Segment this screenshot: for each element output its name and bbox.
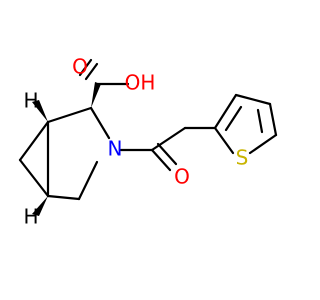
bond-cyclopropane-bottom: [18, 158, 50, 198]
bond-cyclopropane-top: [18, 120, 50, 162]
wedge-bond-h-bottom: [32, 196, 48, 216]
wedge-bond-carboxyl: [91, 82, 101, 108]
bond-acid-c-o-double-1: [78, 58, 93, 77]
bond-c4-c5: [46, 194, 81, 201]
bond-thiophene-c3-c2: [213, 93, 238, 130]
atom-label-oxygen-amide: O: [174, 165, 190, 189]
atom-label-hydrogen-top: H: [23, 89, 38, 113]
bond-acid-c-o-double-2: [84, 62, 99, 81]
atom-label-hydrogen-bottom: H: [23, 205, 38, 229]
bond-c2-n: [89, 106, 111, 140]
structure-canvas: O OH N O S H H: [18, 54, 278, 229]
bond-amide-c-ch2: [150, 126, 187, 152]
wedge-bond-h-top: [32, 100, 48, 122]
bond-thiophene-c2-s: [213, 126, 235, 155]
bond-amide-c-o-double-2: [156, 142, 178, 166]
atom-label-sulfur: S: [236, 146, 249, 170]
bond-amide-c-o-double-1: [150, 148, 172, 172]
bond-thiophene-c3-c2-inner: [224, 105, 243, 132]
bond-thiophene-c5-c4: [268, 102, 278, 137]
atom-label-hydroxyl: OH: [125, 71, 156, 95]
bond-thiophene-s-c5: [248, 133, 278, 155]
bond-thiophene-c4-c3: [234, 93, 272, 106]
atom-label-oxygen-acid: O: [72, 55, 88, 79]
molecule-drawing: O OH N O S H H: [18, 55, 278, 229]
bond-c1-c2: [46, 106, 93, 124]
bond-n-c4: [77, 160, 99, 201]
bond-thiophene-c5-c4-inner: [256, 108, 264, 134]
atom-label-nitrogen: N: [108, 137, 123, 161]
